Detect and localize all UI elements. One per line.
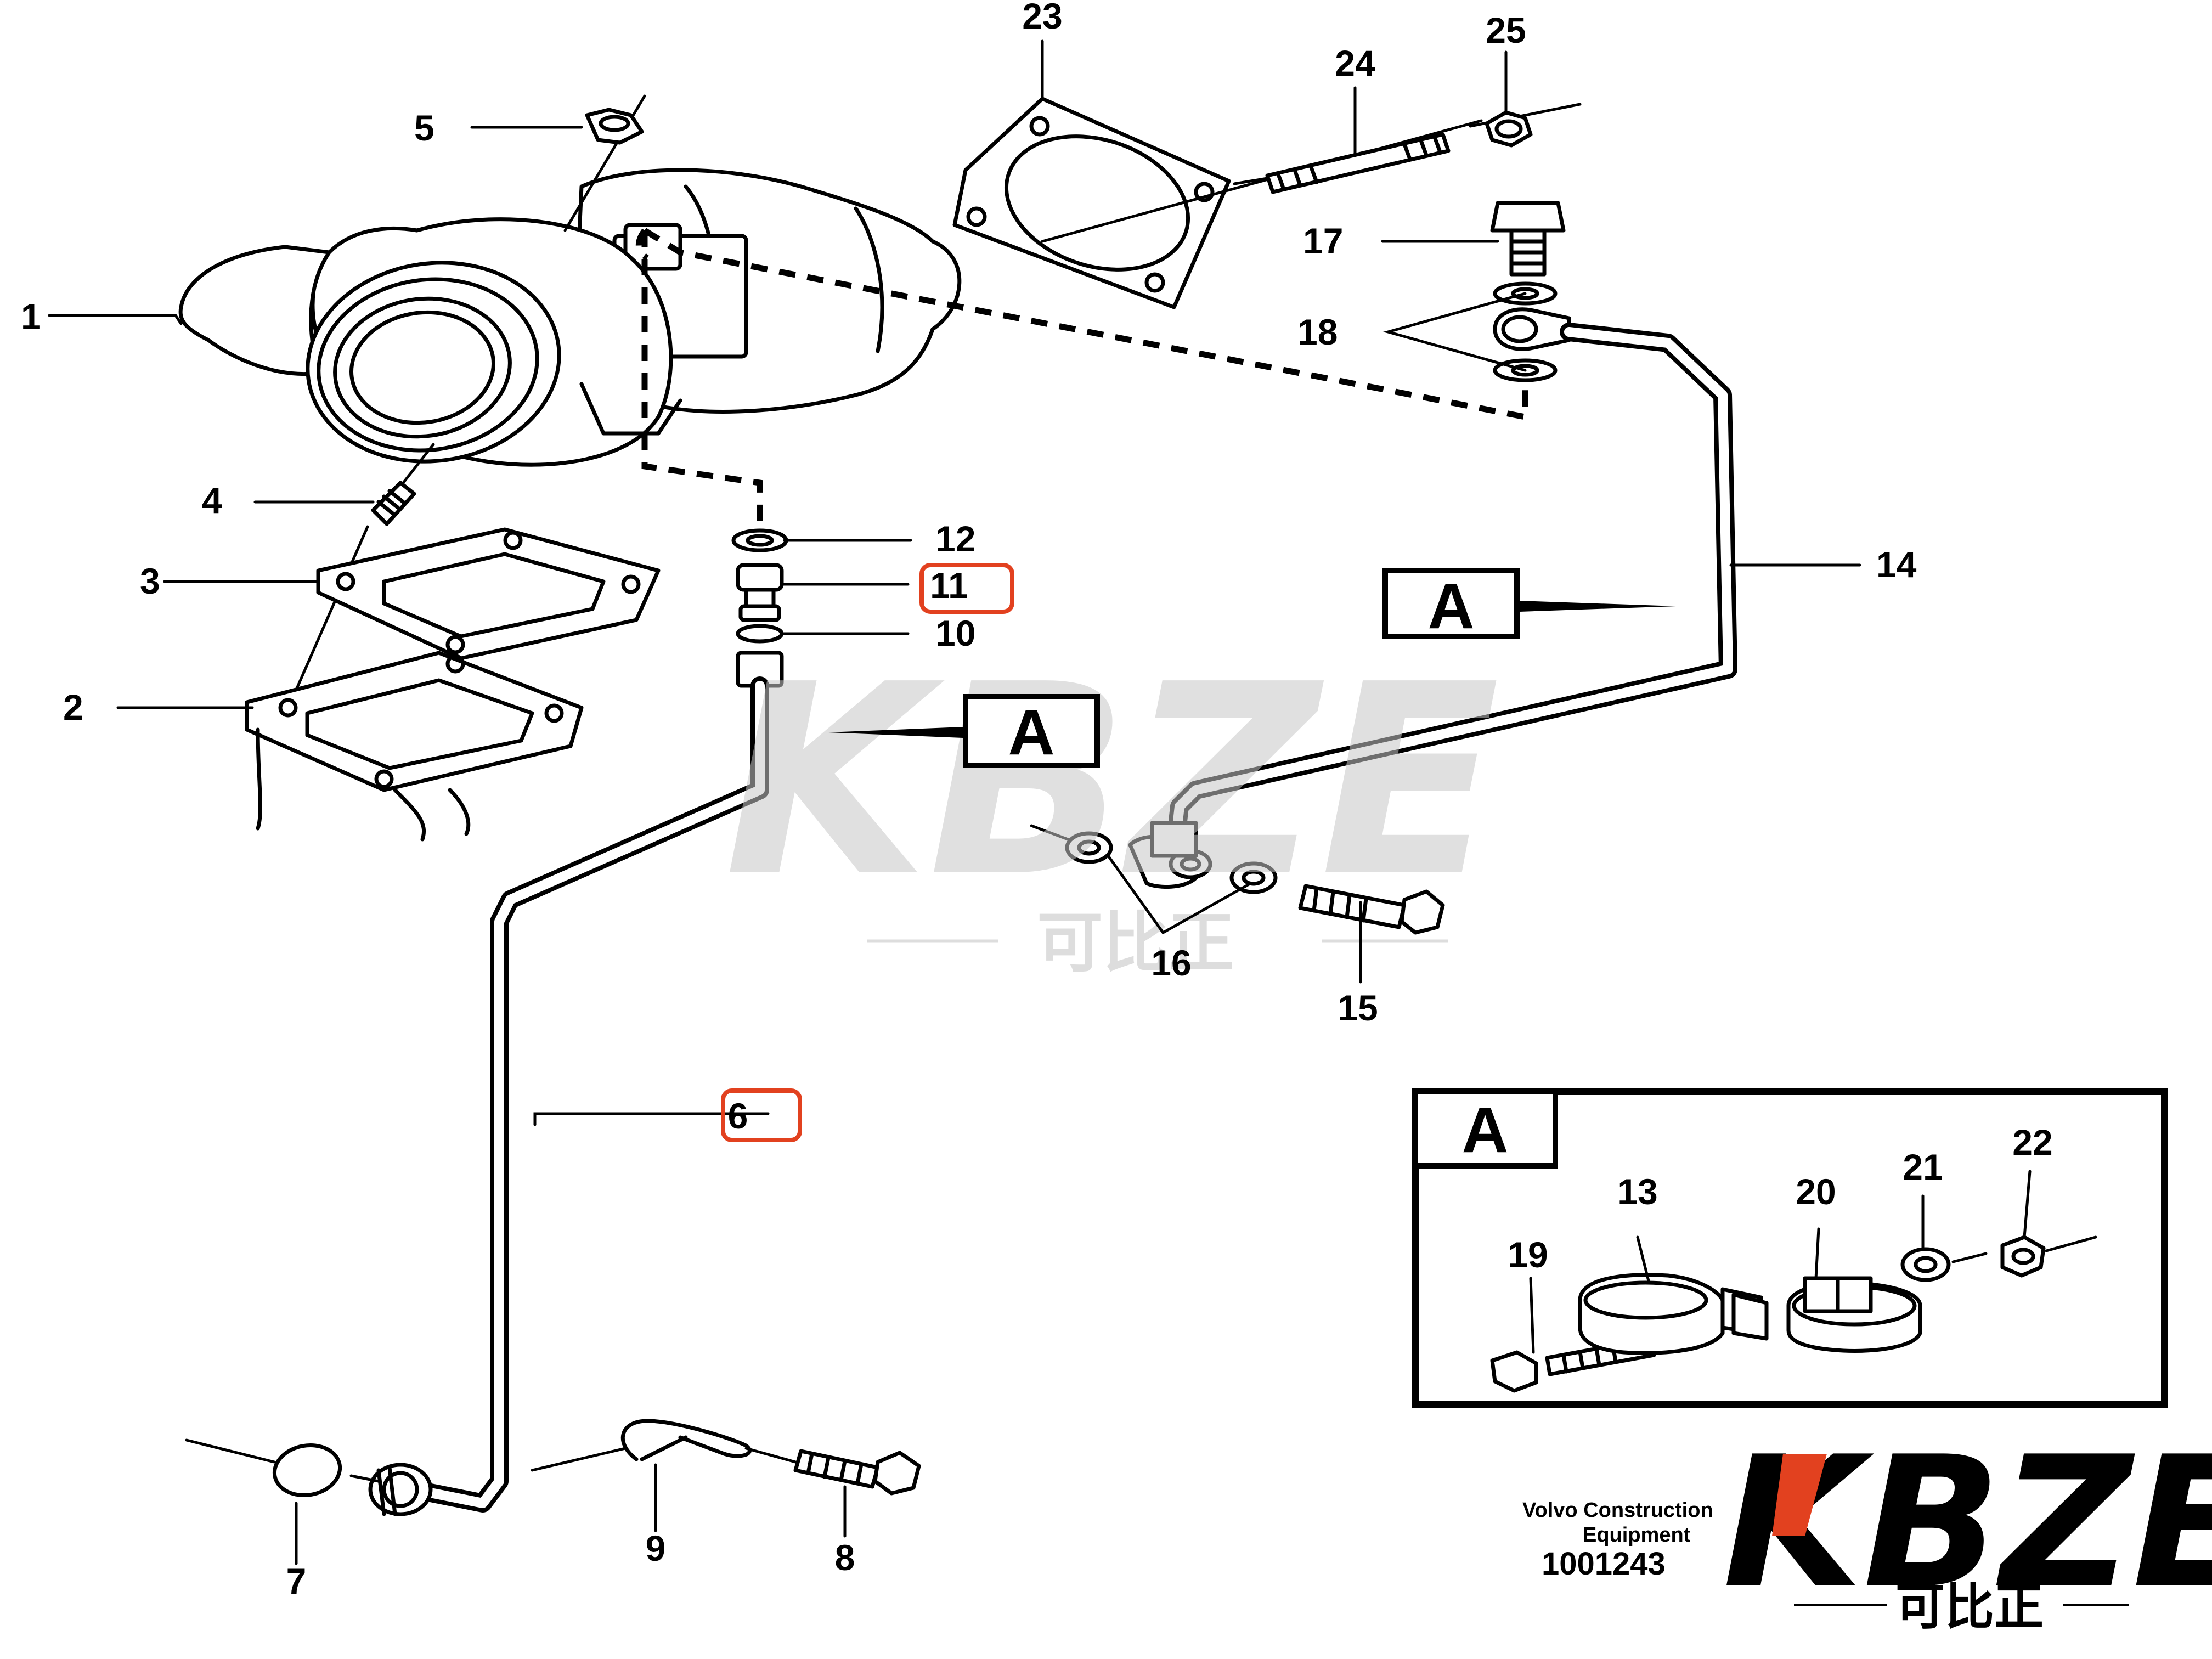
callout-11: 11 (930, 565, 968, 606)
callout-18: 18 (1297, 312, 1338, 352)
callout-9: 9 (646, 1528, 666, 1568)
part-15-bolt (1298, 884, 1445, 935)
part-25-nut (1469, 103, 1582, 148)
part-14-pipe (1165, 323, 1737, 865)
callout-2: 2 (63, 687, 83, 727)
part-11-adapter (736, 563, 784, 622)
part-9-clip (531, 1419, 797, 1472)
drawing-footer: Volvo Construction Equipment 1001243 (1522, 1499, 1713, 1582)
part-2-flange (245, 651, 584, 842)
turbocharger (178, 168, 962, 467)
view-marker-a-upper-label: A (1427, 570, 1474, 642)
callout-19: 19 (1508, 1234, 1548, 1275)
callout-4: 4 (202, 480, 222, 521)
watermark-chinese: 可比正 (1037, 905, 1234, 981)
part-20-sleeve (1786, 1276, 1922, 1353)
detail-view-a: A (1412, 1088, 2168, 1408)
callout-8: 8 (835, 1537, 855, 1578)
part-24-stud (1233, 132, 1451, 194)
watermark-latin: KBZE (724, 628, 1500, 935)
callout-3: 3 (140, 561, 160, 601)
part-21-washer (1900, 1247, 1951, 1282)
highlight-box-11 (919, 563, 1014, 614)
callout-23: 23 (1022, 0, 1062, 36)
logo-accent-stroke (1772, 1454, 1827, 1536)
view-marker-a-lower: A (828, 694, 1100, 769)
callout-16: 16 (1151, 943, 1191, 983)
callout-14: 14 (1876, 544, 1917, 585)
callout-numbers: 1 2 3 4 5 6 7 8 9 10 11 12 13 14 15 16 1… (21, 0, 2053, 1601)
detail-view-a-label: A (1462, 1094, 1508, 1166)
footer-maker-line2: Equipment (1583, 1523, 1691, 1547)
part-16-banjo-washers (1030, 821, 1278, 894)
callout-13: 13 (1617, 1171, 1657, 1212)
part-23-gasket (952, 97, 1483, 309)
callout-6: 6 (728, 1096, 748, 1136)
callout-7: 7 (286, 1561, 307, 1601)
part-8-bolt (793, 1449, 921, 1496)
logo-chinese: 可比正 (1895, 1578, 2044, 1636)
callout-24: 24 (1335, 43, 1375, 83)
part-7-o-ring (185, 1438, 380, 1498)
part-13-clamp (1578, 1273, 1769, 1355)
callout-1: 1 (21, 296, 41, 337)
oil-path-dashed-lines (635, 228, 1528, 527)
part-5-nut (563, 94, 646, 232)
leader-lines (48, 40, 2032, 1565)
footer-maker-line1: Volvo Construction (1522, 1499, 1713, 1522)
callout-17: 17 (1303, 221, 1343, 261)
callout-10: 10 (935, 613, 975, 653)
callout-21: 21 (1903, 1147, 1943, 1187)
center-watermark: KBZE 可比正 (724, 628, 1500, 981)
footer-drawing-number: 1001243 (1542, 1546, 1666, 1582)
callout-highlights (721, 563, 1014, 1142)
view-marker-a-lower-label: A (1008, 696, 1054, 769)
part-12-washer (731, 528, 788, 552)
part-6-pipe (419, 651, 784, 1513)
brand-logo: KBZE 可比正 (1723, 1418, 2212, 1636)
part-22-nut (1951, 1235, 2097, 1278)
callout-20: 20 (1796, 1171, 1836, 1212)
callout-5: 5 (414, 108, 435, 148)
part-4-stud (289, 443, 435, 704)
callout-22: 22 (2012, 1122, 2052, 1163)
part-17-banjo-bolt (1490, 201, 1566, 276)
callout-12: 12 (935, 518, 975, 559)
part-3-gasket (316, 527, 661, 661)
pipe-6-end-flange (368, 1463, 433, 1516)
view-marker-a-upper: A (1383, 568, 1676, 642)
callout-25: 25 (1486, 10, 1526, 50)
highlight-box-6 (721, 1088, 802, 1142)
callout-15: 15 (1338, 988, 1378, 1028)
